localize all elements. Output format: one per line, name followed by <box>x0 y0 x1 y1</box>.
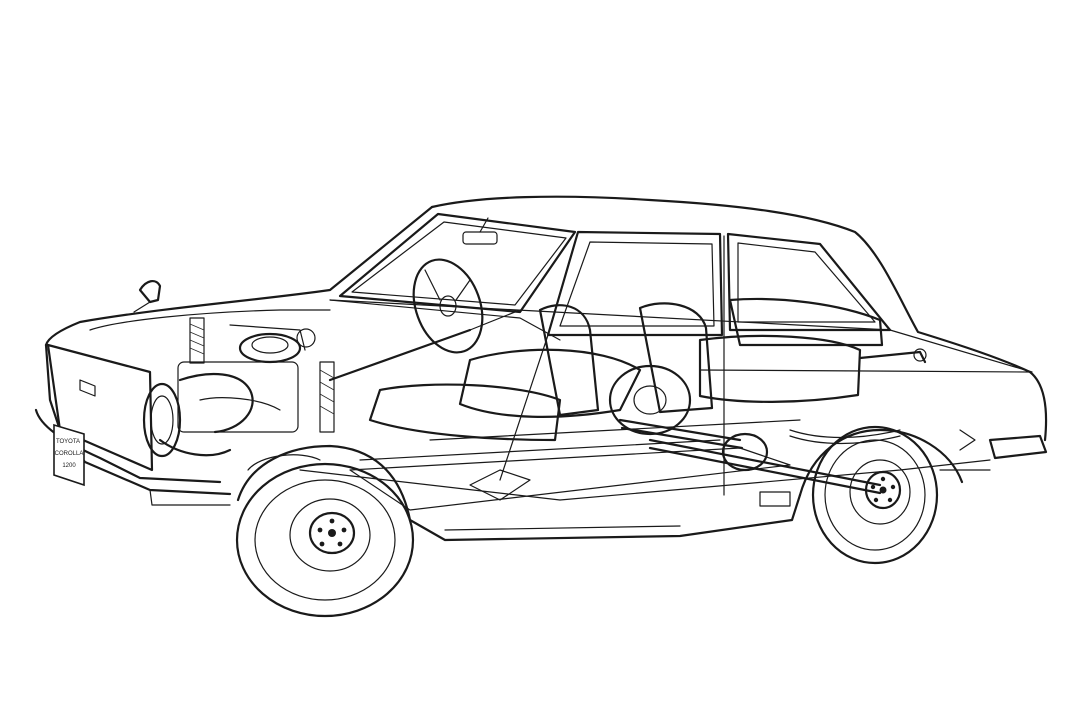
front-wheel <box>235 462 415 618</box>
plate-line-3: 1200 <box>62 463 76 469</box>
seats <box>368 297 884 442</box>
front-wheel-arch <box>236 444 412 522</box>
plate-line-1: TOYOTA <box>56 439 80 445</box>
steering-wheel <box>329 258 561 354</box>
rear-wheel-arch <box>798 428 964 497</box>
front-end: TOYOTA COROLLA 1200 <box>46 343 182 487</box>
fuel-tank <box>608 348 927 436</box>
plate-line-2: COROLLA <box>55 451 84 457</box>
engine <box>89 309 521 457</box>
rear-view-mirror <box>462 231 498 245</box>
front-license-plate: TOYOTA COROLLA 1200 <box>53 423 85 487</box>
rear-wheel <box>811 425 939 565</box>
car-body <box>34 195 1048 542</box>
drivetrain <box>299 418 991 511</box>
headlight <box>142 382 182 458</box>
side-mirror <box>133 280 162 313</box>
greenhouse <box>338 212 892 496</box>
